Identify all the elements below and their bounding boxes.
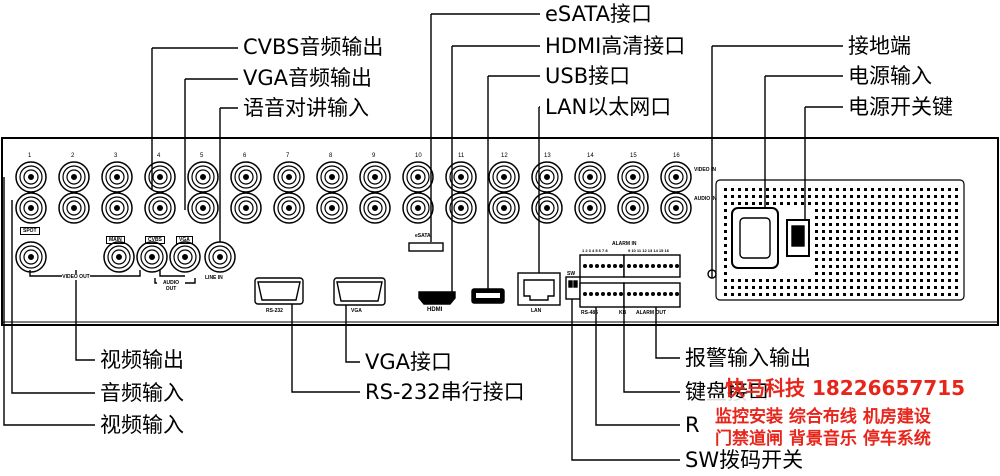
audio-in-bnc-1 [15,192,47,224]
video-in-panel-label: VIDEO IN [694,167,716,173]
video-out-label: 视频输出 [100,348,184,372]
watermark-background [705,398,993,448]
channel-number: 15 [630,153,637,159]
channel-number: 7 [286,153,290,159]
video-in-bnc-2 [58,161,90,193]
power-in-label: 电源输入 [848,64,932,88]
audio-in-bnc-14 [574,192,606,224]
rs232-label: RS-232串行接口 [365,380,525,404]
vga-audio-bnc [169,241,201,273]
video-in-bnc-11 [445,161,477,193]
audio-in-label: 音频输入 [100,381,184,405]
audio-in-bnc-8 [316,192,348,224]
video-out-panel-label: VIDEO OUT [62,274,90,280]
video-in-bnc-5 [187,161,219,193]
video-in-bnc-7 [273,161,305,193]
watermark-line-2: 门禁道闸 背景音乐 停车系统 [715,429,931,449]
channel-number: 5 [200,153,204,159]
alarm-in-nums-2: 9 10 11 12 13 14 15 16 [628,248,669,253]
lan-label: LAN以太网口 [545,95,672,119]
audio-in-bnc-7 [273,192,305,224]
sw-panel-label: SW [567,271,576,277]
audio-in-bnc-10 [402,192,434,224]
audio-in-bnc-2 [58,192,90,224]
channel-number: 13 [544,153,551,159]
channel-number: 1 [28,153,32,159]
channel-number: 6 [243,153,247,159]
rs485-panel-label: RS-485 [581,310,598,316]
audio-in-bnc-6 [230,192,262,224]
video-in-bnc-1 [15,161,47,193]
audio-in-bnc-15 [617,192,649,224]
cvbs-label: CVBS [145,236,165,244]
rs232-panel-label: RS-232 [266,308,283,314]
video-in-bnc-12 [488,161,520,193]
hdmi-panel-label: HDMI [427,307,443,313]
usb-label: USB接口 [545,64,631,88]
lan-panel-label: LAN [531,308,542,314]
channel-number: 2 [71,153,75,159]
hdmi-label: HDMI高清接口 [545,34,686,58]
voice-intercom-in-label: 语音对讲输入 [243,96,369,120]
power-switch-label: 电源开关键 [848,95,953,119]
video-in-bnc-10 [402,161,434,193]
vga-tag-label: VGA [176,236,193,244]
video-in-bnc-14 [574,161,606,193]
line-in-panel-label: LINE IN [205,275,223,281]
channel-number: 4 [157,153,161,159]
video-in-bnc-3 [101,161,133,193]
video-in-bnc-4 [144,161,176,193]
channel-number: 11 [458,153,465,159]
audio-in-bnc-12 [488,192,520,224]
audio-in-bnc-3 [101,192,133,224]
spot-label: SPOT [20,227,40,235]
main-label: MAIN [106,236,125,244]
audio-in-panel-label: AUDIO IN [694,196,717,202]
video-in-label: 视频输入 [100,413,184,437]
audio-in-bnc-11 [445,192,477,224]
channel-number: 14 [587,153,594,159]
video-in-bnc-16 [660,161,692,193]
video-in-bnc-8 [316,161,348,193]
watermark-line-1: 监控安装 综合布线 机房建设 [715,407,931,427]
sw-dip-label: SW拨码开关 [685,448,804,472]
channel-number: 10 [415,153,422,159]
channel-number: 9 [372,153,376,159]
audio-in-bnc-4 [144,192,176,224]
video-in-bnc-13 [531,161,563,193]
video-in-bnc-9 [359,161,391,193]
video-in-bnc-6 [230,161,262,193]
vga-panel-label: VGA [351,308,362,314]
video-in-bnc-15 [617,161,649,193]
channel-number: 8 [329,153,333,159]
channel-number: 3 [114,153,118,159]
alarm-io-label: 报警输入输出 [685,346,811,370]
audio-in-bnc-13 [531,192,563,224]
alarm-in-panel-label: ALARM IN [612,241,637,247]
line-in-bnc [204,241,236,273]
audio-in-bnc-16 [660,192,692,224]
audio-in-bnc-9 [359,192,391,224]
audio-out-panel-label: AUDIO OUT [157,280,185,292]
vga-audio-out-label: VGA音频输出 [243,66,373,90]
esata-panel-label: eSATA [415,233,431,239]
esata-label: eSATA接口 [545,2,652,26]
cvbs-audio-out-label: CVBS音频输出 [243,35,384,59]
kb-panel-label: KB [619,310,627,316]
ground-label: 接地端 [848,34,911,58]
vga-port-label: VGA接口 [365,350,453,374]
alarm-in-nums-1: 1 2 3 4 5 6 7 8 [582,248,608,253]
alarm-out-panel-label: ALARM OUT [636,310,666,316]
channel-number: 16 [673,153,680,159]
spot-bnc [15,241,47,273]
main-bnc [103,241,135,273]
rs485-label: R [685,413,700,437]
channel-number: 12 [501,153,508,159]
watermark-title: 快马科技 18226657715 [725,376,966,400]
cvbs-audio-bnc [136,241,168,273]
audio-in-bnc-5 [187,192,219,224]
